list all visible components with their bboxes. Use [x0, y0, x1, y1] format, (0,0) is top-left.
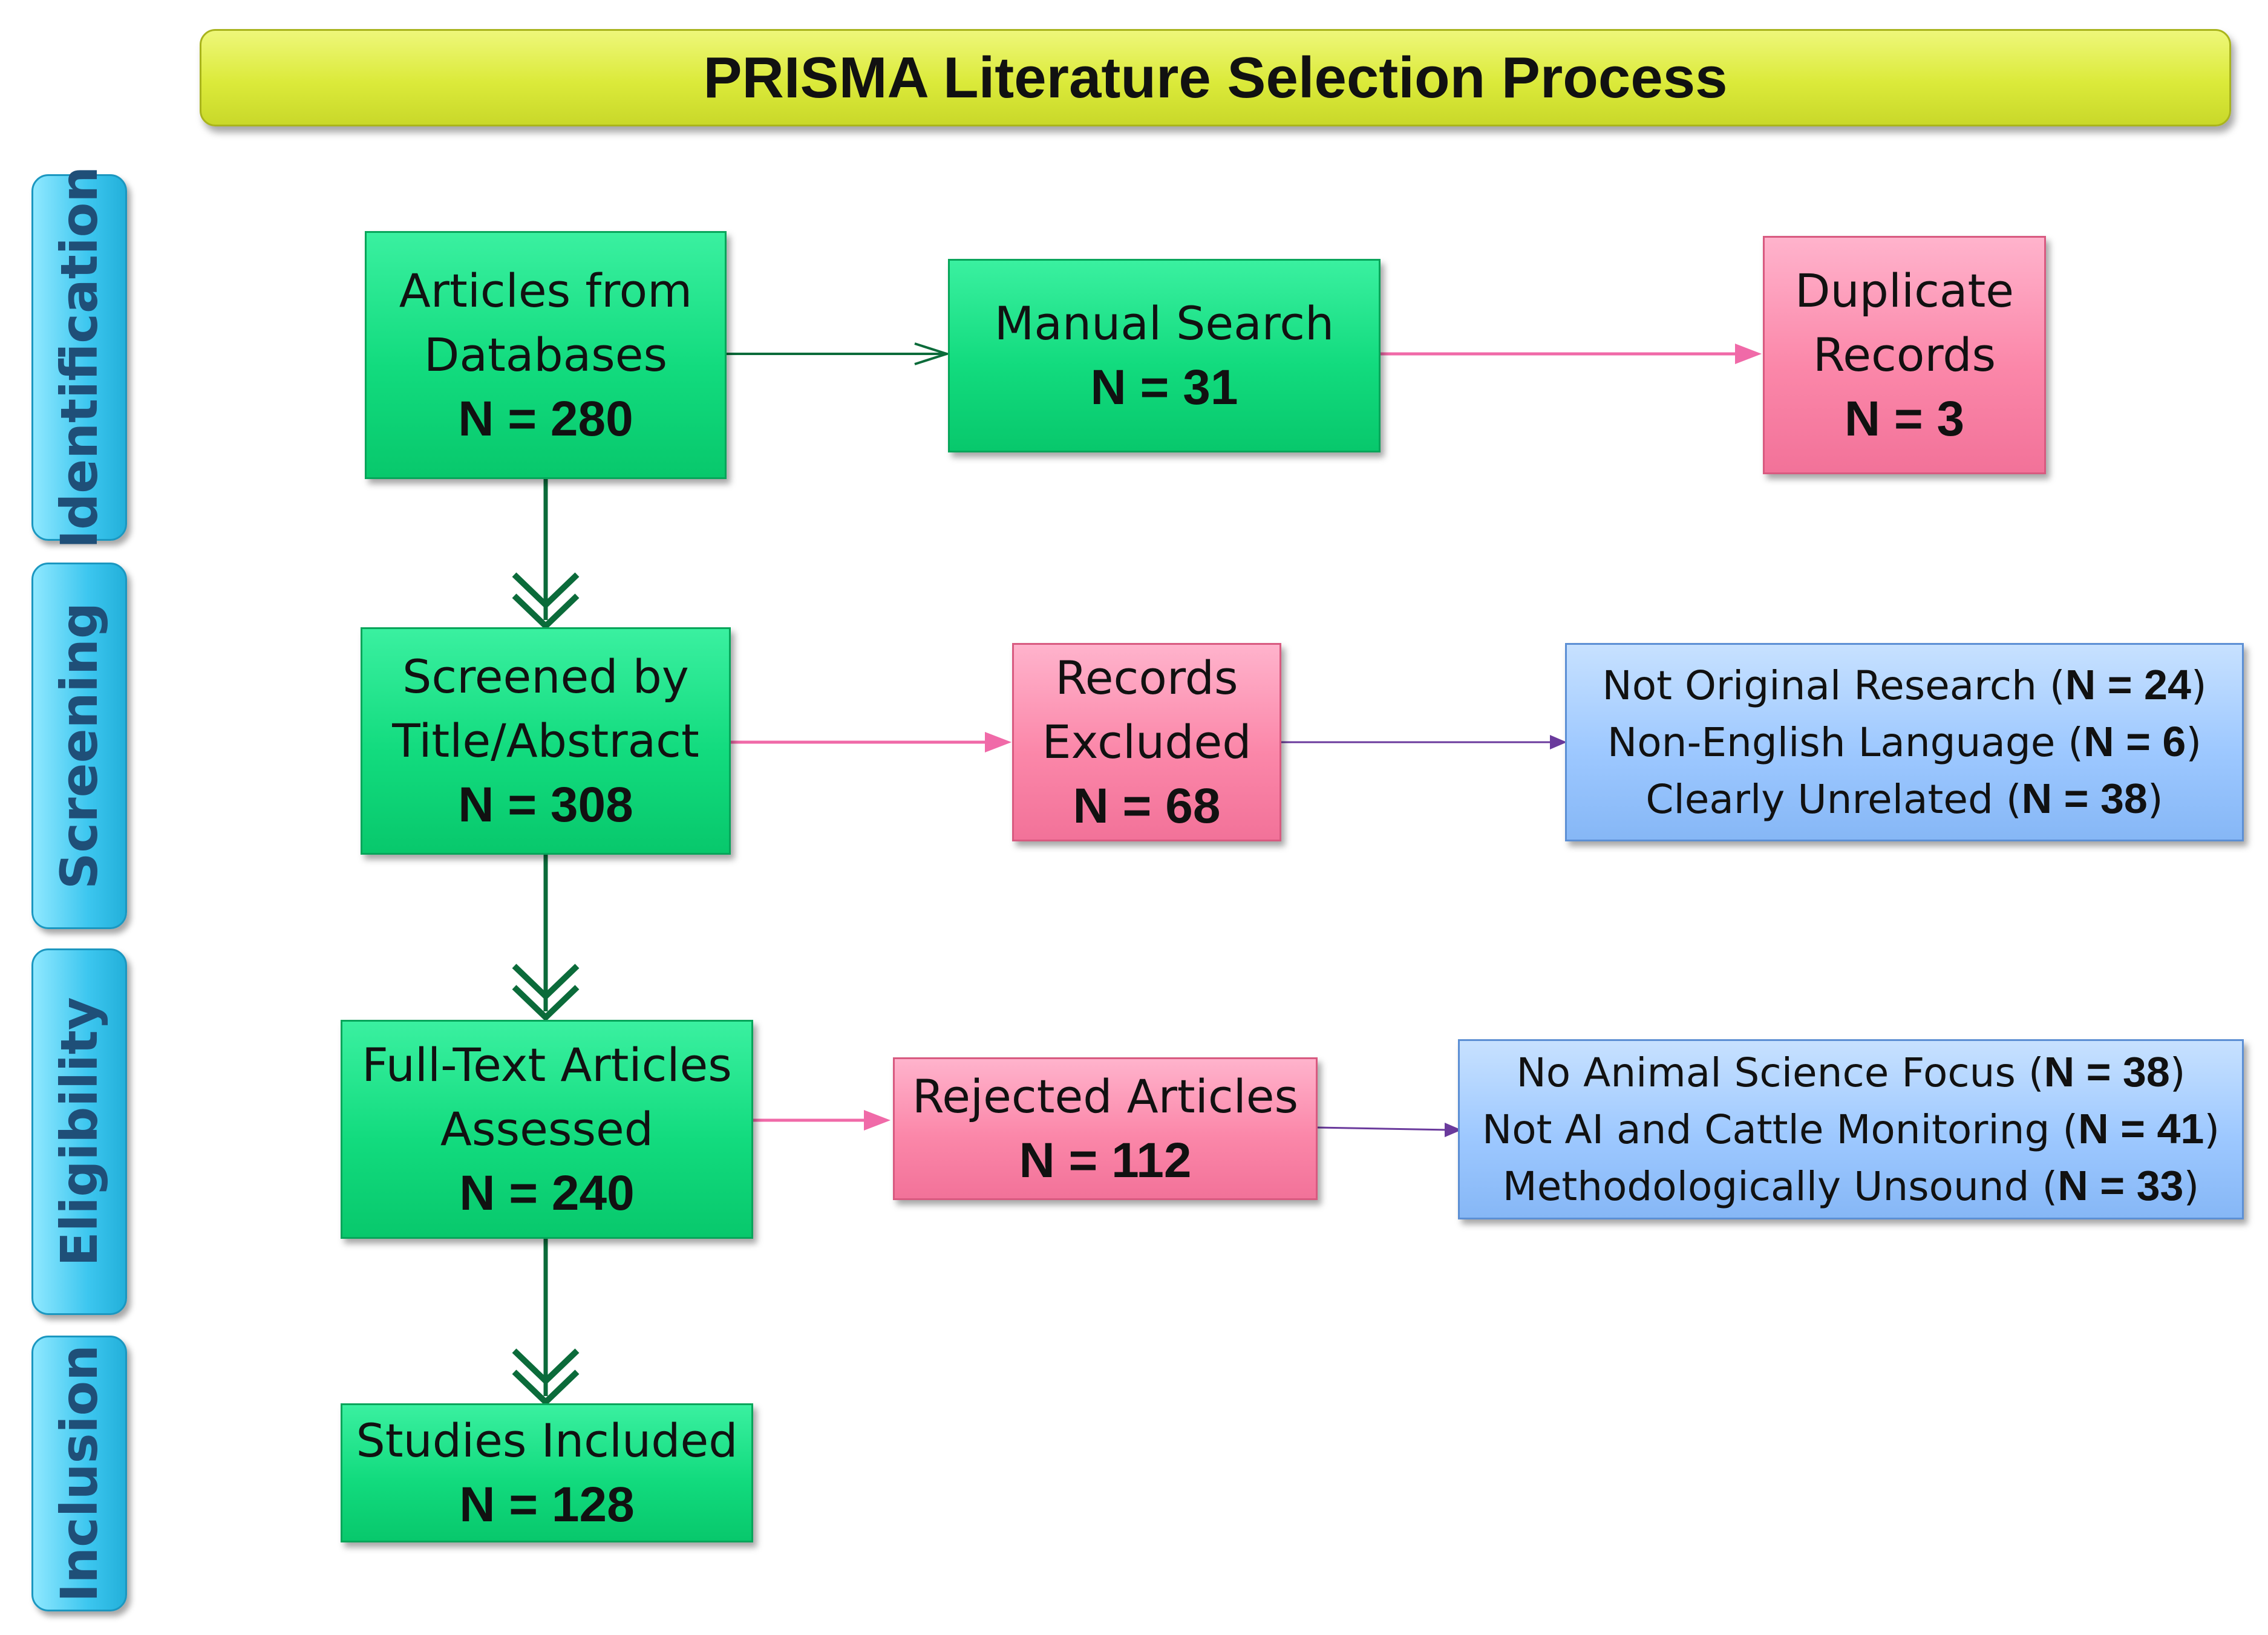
reason-item: Clearly Unrelated (N = 38)	[1645, 775, 2163, 823]
reason-label: Methodologically Unsound	[1502, 1163, 2030, 1210]
reason-label: Not AI and Cattle Monitoring	[1482, 1106, 2050, 1153]
reason-label: Non-English Language	[1607, 719, 2056, 766]
box-label-line: Screened by	[402, 650, 689, 703]
box-count: N = 112	[1019, 1133, 1192, 1188]
stage-inclusion: Inclusion	[31, 1336, 127, 1611]
reason-count: N = 38	[2021, 775, 2148, 822]
stage-screening: Screening	[31, 563, 127, 929]
box-full-text-articles-assessed: Full-Text Articles Assessed N = 240	[341, 1020, 753, 1239]
box-label-line: Databases	[423, 328, 668, 382]
box-label-line: Studies Included	[356, 1414, 738, 1467]
box-screening-exclusion-reasons: Not Original Research (N = 24) Non-Engli…	[1565, 643, 2244, 841]
reason-item: Not AI and Cattle Monitoring (N = 41)	[1482, 1105, 2220, 1153]
box-label-line: Excluded	[1042, 715, 1252, 769]
box-label-line: Articles from	[399, 264, 693, 318]
box-label-line: Duplicate	[1794, 264, 2015, 318]
reason-item: Methodologically Unsound (N = 33)	[1502, 1162, 2200, 1210]
chevron-head	[512, 593, 580, 630]
box-rejected-articles: Rejected Articles N = 112	[893, 1057, 1318, 1200]
chevron-head	[512, 572, 580, 609]
arrow-head	[1445, 1123, 1462, 1137]
reason-label: Not Original Research	[1602, 662, 2037, 709]
stage-identification: Identification	[31, 166, 127, 549]
box-records-excluded: Records Excluded N = 68	[1012, 643, 1281, 841]
reason-count: N = 33	[2057, 1162, 2184, 1209]
box-count: N = 3	[1844, 391, 1965, 446]
reason-item: Non-English Language (N = 6)	[1607, 718, 2202, 766]
chevron-head	[512, 1348, 580, 1385]
box-manual-search: Manual Search N = 31	[948, 259, 1381, 452]
arrow-head	[914, 342, 951, 365]
chevron-head	[512, 964, 580, 1000]
box-count: N = 308	[458, 777, 633, 832]
box-duplicate-records: Duplicate Records N = 3	[1763, 236, 2046, 474]
box-studies-included: Studies Included N = 128	[341, 1403, 753, 1542]
flow-arrow-rejected-to-reasons	[1317, 1126, 1450, 1131]
box-label-line: Records	[1055, 651, 1238, 705]
reason-count: N = 38	[2044, 1048, 2170, 1095]
reason-count: N = 6	[2083, 718, 2186, 765]
box-count: N = 31	[1090, 360, 1238, 415]
box-label-line: Manual Search	[994, 296, 1335, 350]
box-count: N = 240	[459, 1166, 635, 1221]
reason-label: Clearly Unrelated	[1645, 776, 1993, 823]
box-articles-from-databases: Articles from Databases N = 280	[365, 231, 727, 479]
box-label-line: Title/Abstract	[392, 714, 699, 768]
box-label-line: Records	[1812, 328, 1996, 382]
arrow-head	[864, 1110, 891, 1131]
reason-count: N = 24	[2065, 661, 2191, 708]
arrow-head	[985, 732, 1011, 752]
diagram-title-text: PRISMA Literature Selection Process	[703, 45, 1728, 110]
box-label-line: Full-Text Articles	[362, 1038, 732, 1092]
reason-label: No Animal Science Focus	[1516, 1049, 2016, 1096]
box-eligibility-rejection-reasons: No Animal Science Focus (N = 38) Not AI …	[1458, 1039, 2244, 1219]
box-label-line: Rejected Articles	[912, 1069, 1299, 1123]
diagram-title: PRISMA Literature Selection Process	[200, 29, 2231, 126]
chevron-head	[512, 1369, 580, 1406]
box-label-line: Assessed	[440, 1102, 654, 1156]
reason-item: Not Original Research (N = 24)	[1602, 661, 2207, 709]
reason-item: No Animal Science Focus (N = 38)	[1516, 1048, 2186, 1096]
box-count: N = 68	[1073, 778, 1221, 834]
arrow-head	[1735, 344, 1762, 364]
chevron-head	[512, 985, 580, 1022]
box-count: N = 128	[459, 1477, 635, 1532]
stage-eligibility: Eligibility	[31, 948, 127, 1315]
reason-count: N = 41	[2078, 1105, 2204, 1152]
arrow-head	[1550, 735, 1567, 749]
box-count: N = 280	[458, 391, 633, 446]
box-screened-by-title-abstract: Screened by Title/Abstract N = 308	[361, 627, 731, 855]
